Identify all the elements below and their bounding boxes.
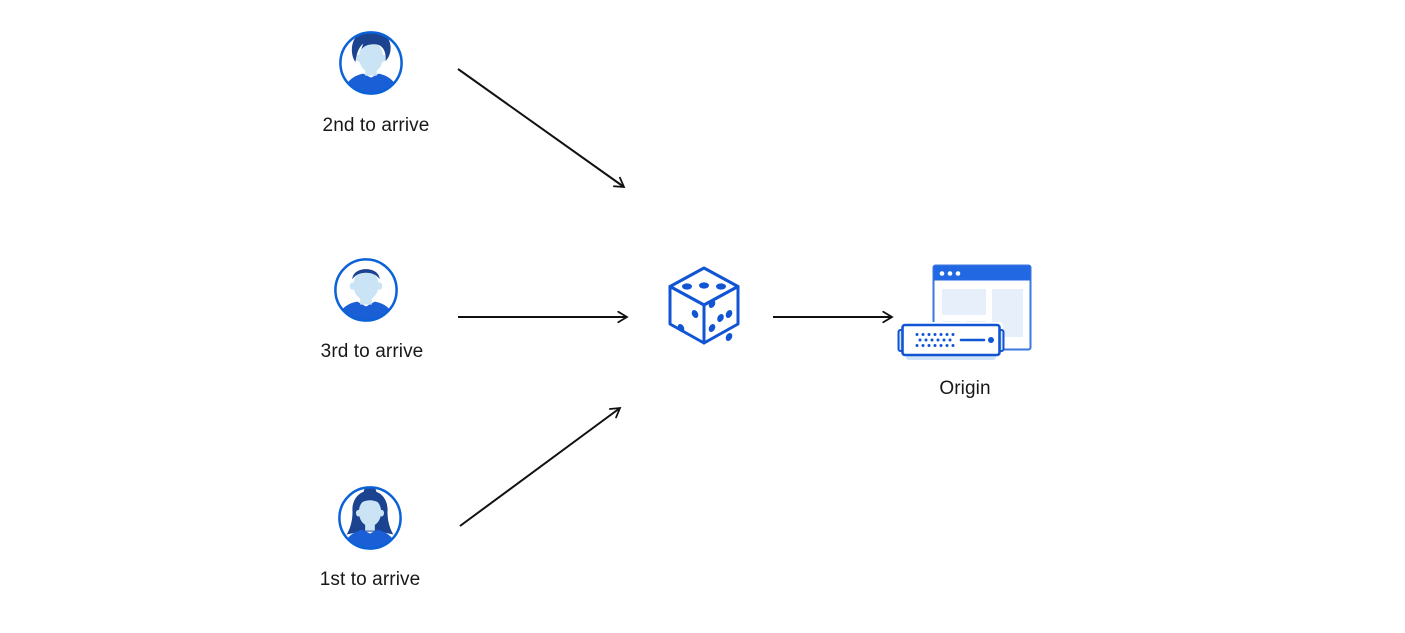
- node-label-visitor-2nd: 2nd to arrive: [322, 115, 430, 136]
- node-label-origin: Origin: [939, 378, 991, 399]
- user-avatar-male-short-hair-icon: [334, 258, 398, 322]
- node-label-visitor-3rd: 3rd to arrive: [320, 341, 424, 362]
- node-visitor-1st: [336, 484, 404, 552]
- node-randomizer: [666, 265, 742, 347]
- node-visitor-3rd: [332, 256, 400, 324]
- node-visitor-2nd: [337, 29, 405, 97]
- dice-icon: [668, 266, 740, 345]
- user-avatar-female-icon: [338, 486, 402, 550]
- user-avatar-male-icon: [339, 31, 403, 95]
- node-label-visitor-1st: 1st to arrive: [319, 569, 421, 590]
- origin-server-browser-icon: [897, 264, 1032, 360]
- node-origin: [897, 264, 1033, 368]
- arrow-visitor-1st-to-randomizer: [459, 406, 622, 527]
